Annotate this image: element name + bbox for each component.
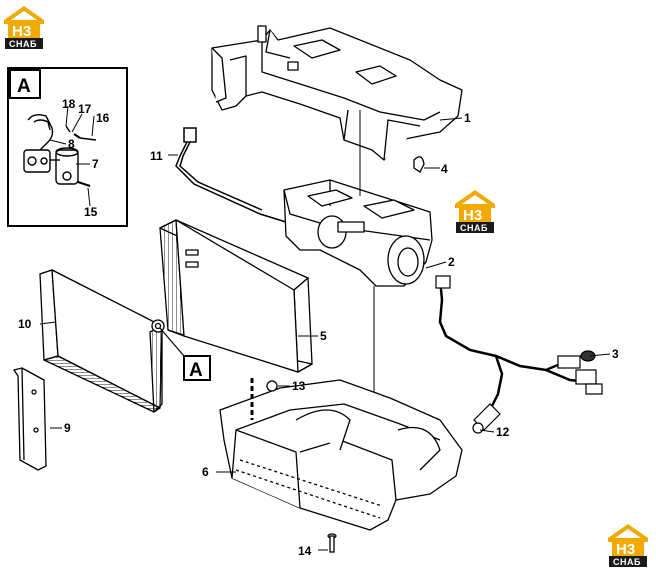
detail-inset-a: A 18 17 16 8 7 xyxy=(7,67,128,227)
part-label-6: 6 xyxy=(202,465,209,479)
main-leaders xyxy=(39,117,611,551)
part-label-8: 8 xyxy=(68,137,75,151)
brand-logo-top-left: H3 CHAБ xyxy=(4,6,44,49)
logo-mark: H3 xyxy=(616,541,635,558)
part-label-7: 7 xyxy=(92,157,99,171)
sensor-wire-harness xyxy=(175,127,287,223)
harness-connectors xyxy=(435,275,603,434)
part-label-4: 4 xyxy=(441,162,448,176)
blower-wire-harness xyxy=(438,277,589,407)
logo-caption: CHAБ xyxy=(460,223,488,233)
inset-label: A xyxy=(17,76,31,97)
logo-mark: H3 xyxy=(463,207,482,224)
bolt xyxy=(327,533,337,553)
blower-assembly xyxy=(283,179,433,287)
callout-label: A xyxy=(189,360,203,381)
part-label-3: 3 xyxy=(612,347,619,361)
brand-logo-middle: H3 CHAБ xyxy=(455,190,495,233)
detail-callout-a: A xyxy=(159,327,211,381)
part-label-1: 1 xyxy=(464,111,471,125)
mounting-bracket xyxy=(13,367,47,471)
part-label-18: 18 xyxy=(62,97,76,111)
part-label-2: 2 xyxy=(448,255,455,269)
top-cover xyxy=(211,25,463,161)
logo-caption: CHAБ xyxy=(613,557,641,567)
part-label-5: 5 xyxy=(320,329,327,343)
evaporator-core xyxy=(159,219,313,373)
part-label-13: 13 xyxy=(292,379,306,393)
part-label-16: 16 xyxy=(96,111,110,125)
part-label-10: 10 xyxy=(18,317,32,331)
brand-logo-bottom-right: H3 CHAБ xyxy=(608,524,648,567)
part-label-11: 11 xyxy=(150,149,163,163)
heater-core xyxy=(39,269,165,413)
retaining-clip xyxy=(413,156,425,173)
part-label-14: 14 xyxy=(298,544,312,558)
part-label-12: 12 xyxy=(496,425,510,439)
inset-leaders xyxy=(49,105,95,207)
logo-caption: CHAБ xyxy=(9,39,37,49)
expansion-valve-sketch xyxy=(23,113,97,187)
drain-rod xyxy=(250,378,278,420)
logo-mark: H3 xyxy=(12,23,31,40)
part-label-17: 17 xyxy=(78,102,92,116)
part-label-15: 15 xyxy=(84,205,98,219)
part-label-9: 9 xyxy=(64,421,71,435)
lower-housing xyxy=(219,379,463,531)
